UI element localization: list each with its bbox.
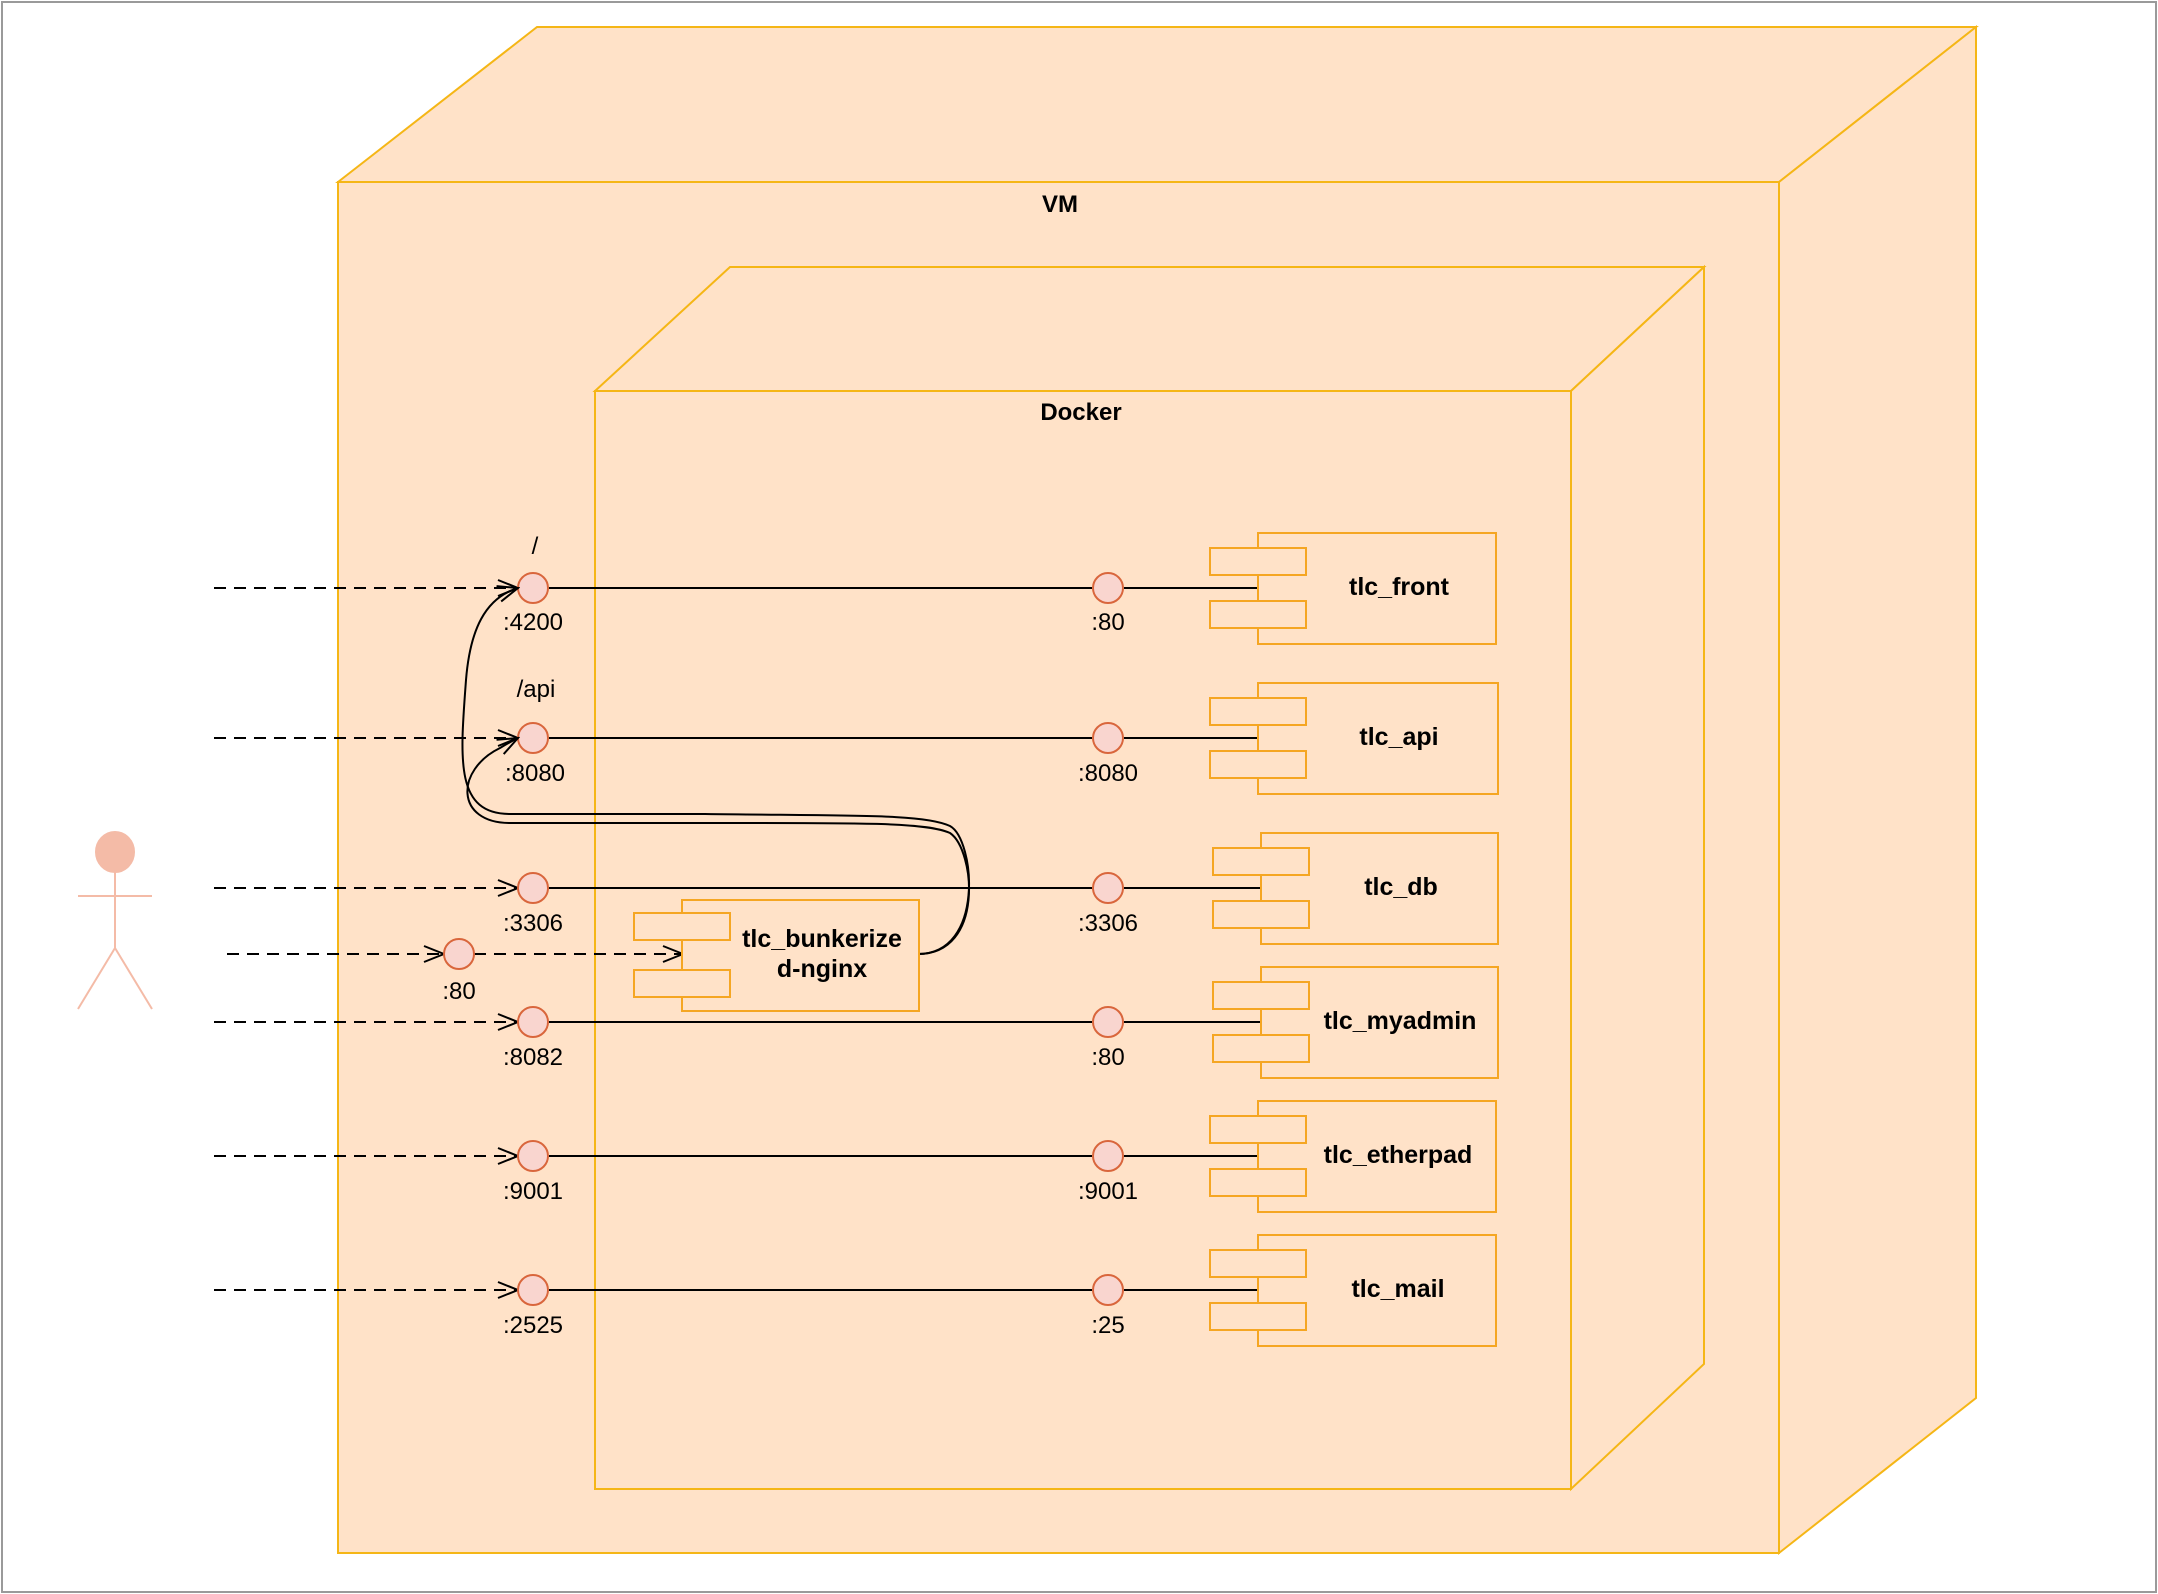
path-label-root: /	[532, 533, 539, 560]
container-port-front[interactable]	[1092, 572, 1124, 604]
proxy-label-line1: tlc_bunkerize	[742, 925, 902, 953]
route-row-api: tlc_api /api :8080 :8080	[214, 676, 1499, 795]
route-row-mail: tlc_mail :2525 :25	[214, 1234, 1497, 1347]
component-label-tlc-front: tlc_front	[1349, 573, 1450, 601]
component-tlc-front[interactable]: tlc_front	[1209, 532, 1497, 645]
route-row-etherpad: tlc_etherpad :9001 :9001	[214, 1100, 1497, 1213]
docker-node-label: Docker	[1040, 399, 1121, 426]
component-label-tlc-etherpad: tlc_etherpad	[1324, 1141, 1473, 1169]
host-port-label-8082: :8082	[503, 1044, 563, 1071]
vm-node-top-face	[335, 26, 1979, 183]
component-tlc-mail[interactable]: tlc_mail	[1209, 1234, 1497, 1347]
host-port-8080[interactable]	[517, 722, 549, 754]
stick-figure-actor-icon	[77, 831, 153, 1010]
route-row-db: tlc_db :3306 :3306	[214, 832, 1499, 945]
container-port-api[interactable]	[1092, 722, 1124, 754]
container-port-mail[interactable]	[1092, 1274, 1124, 1306]
proxy-label-line2: d-nginx	[777, 955, 867, 983]
docker-node-top-face	[592, 266, 1707, 392]
container-port-db[interactable]	[1092, 872, 1124, 904]
host-port-80[interactable]	[443, 938, 475, 970]
vm-node-label: VM	[1042, 191, 1078, 218]
component-label-tlc-mail: tlc_mail	[1351, 1275, 1444, 1303]
container-port-myadmin[interactable]	[1092, 1006, 1124, 1038]
component-label-tlc-myadmin: tlc_myadmin	[1324, 1007, 1477, 1035]
host-port-2525[interactable]	[517, 1274, 549, 1306]
container-port-label-etherpad: :9001	[1078, 1178, 1138, 1205]
container-port-etherpad[interactable]	[1092, 1140, 1124, 1172]
host-port-9001[interactable]	[517, 1140, 549, 1172]
container-port-label-api: :8080	[1078, 760, 1138, 787]
component-tlc-bunkerized-nginx[interactable]: tlc_bunkerize d-nginx	[633, 899, 920, 1012]
component-tlc-etherpad[interactable]: tlc_etherpad	[1209, 1100, 1497, 1213]
component-tlc-db[interactable]: tlc_db	[1212, 832, 1499, 945]
path-label-api: /api	[517, 676, 556, 703]
host-port-8082[interactable]	[517, 1006, 549, 1038]
docker-node-side-face	[1570, 264, 1705, 1492]
container-port-label-front: :80	[1091, 609, 1124, 636]
host-port-label-2525: :2525	[503, 1312, 563, 1339]
host-port-label-9001: :9001	[503, 1178, 563, 1205]
component-tlc-myadmin[interactable]: tlc_myadmin	[1212, 966, 1499, 1079]
component-tlc-api[interactable]: tlc_api	[1209, 682, 1499, 795]
host-port-label-80: :80	[442, 978, 475, 1005]
host-port-4200[interactable]	[517, 572, 549, 604]
docker-node: Docker	[592, 264, 1707, 1492]
host-port-label-3306: :3306	[503, 910, 563, 937]
container-port-label-db: :3306	[1078, 910, 1138, 937]
vm-node-side-face	[1778, 24, 1977, 1556]
route-row-myadmin: tlc_myadmin :8082 :80	[214, 966, 1499, 1079]
proxy-group: tlc_bunkerize d-nginx :80	[227, 588, 970, 1012]
routes-layer: tlc_front / :4200 :80 tlc_api /api :8080…	[214, 532, 1499, 1347]
host-port-label-8080: :8080	[505, 760, 565, 787]
container-port-label-myadmin: :80	[1091, 1044, 1124, 1071]
component-label-tlc-api: tlc_api	[1359, 723, 1438, 751]
route-row-front: tlc_front / :4200 :80	[214, 532, 1497, 645]
component-label-tlc-db: tlc_db	[1364, 873, 1438, 901]
host-port-label-4200: :4200	[503, 609, 563, 636]
proxy-route-to-api	[466, 738, 970, 955]
container-port-label-mail: :25	[1091, 1312, 1124, 1339]
host-port-3306[interactable]	[517, 872, 549, 904]
